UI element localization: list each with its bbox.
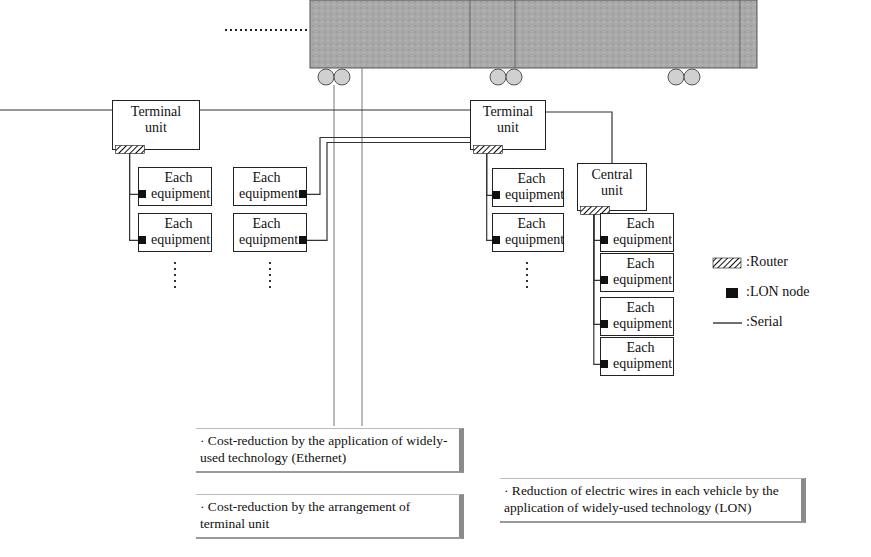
wheels: [318, 69, 700, 85]
node-text: Terminal unit: [477, 104, 539, 136]
legend-text: :LON node: [746, 284, 809, 299]
equipment-box: Each equipment: [600, 253, 674, 292]
node-text: Each equipment: [613, 340, 668, 372]
lon-node-mark: [138, 190, 146, 198]
unit-box: Terminal unit: [112, 100, 200, 150]
lon-node-mark: [299, 190, 307, 198]
node-text: Each equipment: [505, 171, 558, 203]
node-text: Each equipment: [239, 170, 294, 202]
equipment-box: Each equipment: [600, 337, 674, 376]
equipment-box: Each equipment: [600, 297, 674, 336]
lon-node-mark: [492, 191, 500, 199]
leader-line: [334, 85, 335, 426]
legend-text: :Serial: [746, 314, 783, 329]
legend-sample: [712, 316, 744, 330]
equipment-box: Each equipment: [492, 168, 564, 207]
legend-row: :Serial: [712, 314, 783, 330]
car-divider: [470, 0, 471, 68]
serial-line: [546, 112, 612, 163]
note-box: · Cost-reduction by the application of w…: [196, 428, 464, 473]
node-text: Each equipment: [613, 216, 668, 248]
legend-text: :Router: [746, 254, 788, 269]
node-text: Each equipment: [505, 216, 558, 248]
continuation-dots: [175, 262, 527, 292]
legend-row: :Router: [712, 254, 788, 270]
node-text: · Cost-reduction by the application of w…: [200, 432, 453, 466]
unit-box: Terminal unit: [470, 100, 546, 150]
lon-node-mark: [138, 236, 146, 244]
legend-sample: [712, 256, 744, 270]
router-mark: [473, 145, 503, 154]
equipment-box: Each equipment: [600, 213, 674, 252]
leader-line: [362, 68, 363, 426]
lon-node-mark: [299, 236, 307, 244]
router-mark: [115, 145, 145, 154]
lon-node-mark: [492, 236, 500, 244]
node-text: Central unit: [584, 167, 640, 199]
equipment-box: Each equipment: [138, 167, 212, 206]
equipment-box: Each equipment: [233, 213, 307, 252]
node-text: Each equipment: [151, 216, 206, 248]
serial-line: [200, 109, 470, 110]
equipment-box: Each equipment: [233, 167, 307, 206]
unit-box: Central unit: [577, 163, 647, 211]
node-text: Terminal unit: [119, 104, 193, 136]
car-body: [310, 0, 757, 68]
note-box: · Cost-reduction by the arrangement of t…: [196, 494, 464, 539]
serial-line: [307, 138, 470, 195]
node-text: Each equipment: [151, 170, 206, 202]
node-text: · Cost-reduction by the arrangement of t…: [200, 498, 453, 532]
car-divider: [515, 0, 516, 68]
equipment-box: Each equipment: [492, 213, 564, 252]
coupling-dots: [225, 29, 310, 31]
legend-sample: [712, 286, 744, 300]
lon-node-mark: [600, 276, 608, 284]
serial-line: [130, 150, 138, 240]
lon-node-mark: [600, 360, 608, 368]
lon-node-mark: [600, 236, 608, 244]
node-text: Each equipment: [239, 216, 294, 248]
legend-row: :LON node: [712, 284, 809, 300]
node-text: · Reduction of electric wires in each ve…: [504, 482, 795, 516]
lon-node-mark: [600, 320, 608, 328]
serial-line: [130, 150, 138, 194]
node-text: Each equipment: [613, 256, 668, 288]
serial-line: [307, 143, 470, 241]
car-divider: [740, 0, 741, 68]
node-text: Each equipment: [613, 300, 668, 332]
equipment-box: Each equipment: [138, 213, 212, 252]
serial-trunk: [0, 109, 112, 110]
note-box: · Reduction of electric wires in each ve…: [500, 478, 806, 523]
